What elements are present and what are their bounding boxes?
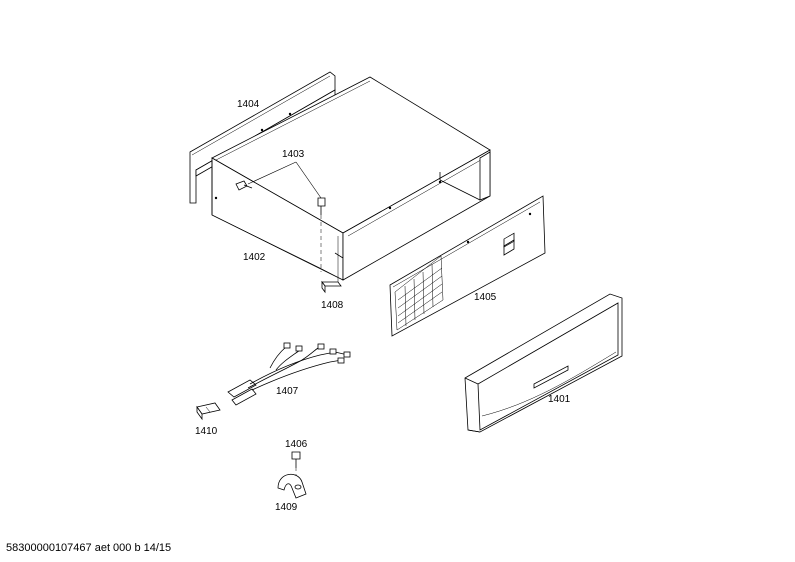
label-1404: 1404: [237, 99, 260, 110]
label-1410: 1410: [195, 426, 218, 437]
document-id: 58300000107467 aet 000 b 14/15: [6, 542, 172, 554]
label-1408: 1408: [321, 300, 344, 311]
cable-clamp-1409: [277, 474, 307, 499]
harness-1407: [227, 342, 351, 406]
front-panel-1405: [389, 195, 546, 337]
connector-1410: [196, 402, 221, 421]
label-1401: 1401: [548, 394, 571, 405]
label-1403: 1403: [282, 149, 305, 160]
housing-1402: [211, 76, 491, 282]
screws-1403: [235, 161, 326, 272]
label-1405: 1405: [474, 292, 497, 303]
label-1406: 1406: [285, 439, 308, 450]
fascia-1401: [464, 293, 623, 433]
label-1409: 1409: [275, 502, 298, 513]
vent-grille: [394, 255, 444, 331]
label-1407: 1407: [276, 386, 299, 397]
label-1402: 1402: [243, 252, 266, 263]
clip-1408: [321, 280, 342, 294]
